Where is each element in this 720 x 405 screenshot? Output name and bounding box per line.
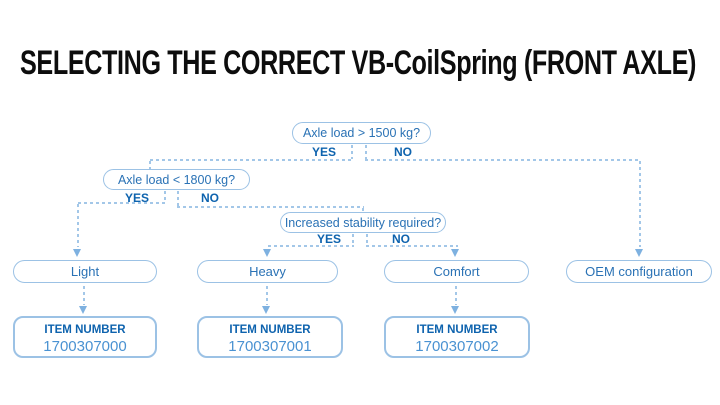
arrow-down-icon	[262, 306, 270, 314]
connector-line	[362, 208, 364, 213]
connector-line	[455, 286, 457, 305]
arrow-down-icon	[73, 249, 81, 257]
connector-line	[149, 161, 151, 169]
connector-line	[266, 286, 268, 305]
connector-line	[177, 206, 364, 208]
arrow-down-icon	[79, 306, 87, 314]
connector-line	[164, 191, 166, 203]
branch-no-label: NO	[201, 191, 219, 205]
branch-no-label: NO	[392, 232, 410, 246]
connector-line	[351, 145, 353, 159]
connector-line	[365, 145, 367, 159]
connector-line	[365, 159, 641, 161]
connector-line	[77, 204, 79, 247]
item-number-card-heavy: ITEM NUMBER 1700307001	[197, 316, 343, 358]
arrow-down-icon	[451, 249, 459, 257]
connector-line	[366, 234, 368, 245]
decision-node-axle-load-1800: Axle load < 1800 kg?	[103, 169, 250, 190]
result-node-light: Light	[13, 260, 157, 283]
arrow-down-icon	[451, 306, 459, 314]
connector-line	[177, 191, 179, 207]
item-number-label: ITEM NUMBER	[416, 324, 498, 336]
branch-yes-label: YES	[311, 145, 336, 159]
branch-yes-label: YES	[124, 191, 149, 205]
item-number-label: ITEM NUMBER	[44, 324, 126, 336]
page-title: SELECTING THE CORRECT VB-CoilSpring (FRO…	[20, 44, 696, 82]
connector-line	[268, 245, 354, 247]
connector-line	[150, 159, 353, 161]
decision-node-stability: Increased stability required?	[280, 212, 446, 233]
connector-line	[83, 286, 85, 305]
decision-node-axle-load-1500: Axle load > 1500 kg?	[292, 122, 431, 144]
branch-no-label: NO	[394, 145, 412, 159]
item-number-value: 1700307001	[228, 338, 312, 355]
connector-line	[78, 202, 166, 204]
item-number-value: 1700307000	[43, 338, 127, 355]
result-node-oem-configuration: OEM configuration	[566, 260, 712, 283]
item-number-label: ITEM NUMBER	[229, 324, 311, 336]
result-node-comfort: Comfort	[384, 260, 529, 283]
item-number-value: 1700307002	[415, 338, 499, 355]
arrow-down-icon	[263, 249, 271, 257]
arrow-down-icon	[635, 249, 643, 257]
connector-line	[366, 245, 458, 247]
result-node-heavy: Heavy	[197, 260, 338, 283]
connector-line	[639, 161, 641, 247]
branch-yes-label: YES	[316, 232, 341, 246]
item-number-card-comfort: ITEM NUMBER 1700307002	[384, 316, 530, 358]
connector-line	[352, 234, 354, 245]
item-number-card-light: ITEM NUMBER 1700307000	[13, 316, 157, 358]
